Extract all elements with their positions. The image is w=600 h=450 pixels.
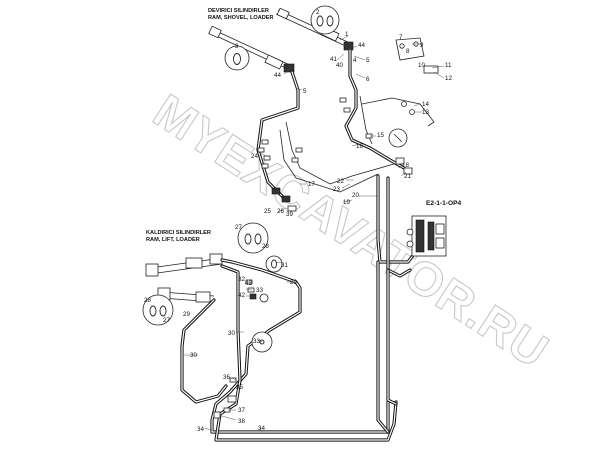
callout-28a: 28 [262,243,269,250]
callout-2: 2 [316,9,320,16]
callout-44b: 44 [274,72,281,79]
control-valve [406,215,447,257]
callout-37: 37 [238,407,245,414]
callout-39: 39 [286,211,293,218]
shovel-hoses [256,48,406,200]
callout-11: 11 [445,62,452,69]
supply-hoses [376,174,416,434]
callout-4: 4 [353,57,357,64]
callout-numbers: 1 2 3 4 5 5 6 7 8 9 10 11 12 13 14 15 16… [144,9,452,433]
callout-25: 25 [264,208,271,215]
callout-27a: 27 [235,224,242,231]
callout-17: 17 [308,181,315,188]
callout-40: 40 [336,62,343,69]
callout-21: 21 [404,173,411,180]
callout-24: 24 [251,153,258,160]
oring-detail-left [224,45,250,71]
callout-27b: 27 [163,317,170,324]
shovel-title-tr: DEVIRICI SILINDIRLER [208,8,269,14]
callout-12: 12 [445,75,452,82]
callout-13: 13 [422,109,429,116]
leader-lines [184,35,445,433]
callout-23: 23 [333,186,340,193]
callout-34a: 34 [197,426,204,433]
callout-16: 16 [356,143,363,150]
callout-22: 22 [337,178,344,185]
oring-detail-small-d [259,293,269,303]
oring-detail-small-c [388,128,408,148]
callout-29b: 29 [183,311,190,318]
callout-41: 41 [330,56,337,63]
shovel-title-en: RAM, SHOVEL, LOADER [208,15,274,21]
callout-34b: 34 [258,425,265,432]
reference-label: E2-1-1-OP4 [426,200,462,207]
callout-31: 31 [281,262,288,269]
callout-10: 10 [418,62,425,69]
callout-9: 9 [420,42,424,49]
callout-19: 19 [343,199,350,206]
oring-detail-mid [237,222,269,254]
oring-detail-low [142,294,174,326]
shovel-cylinder-left [208,25,295,73]
callout-8: 8 [406,48,410,55]
callout-33a: 33 [256,287,263,294]
callout-5b: 5 [366,57,370,64]
callout-32: 32 [238,276,245,283]
lift-title-en: RAM, LIFT, LOADER [146,237,200,243]
callout-26: 26 [277,208,284,215]
oring-detail-top [310,5,340,35]
fittings-top [257,97,413,212]
callout-36: 36 [223,374,230,381]
lift-title-tr: KALDIRICI SILINDIRLER [146,230,211,236]
callout-43: 43 [245,280,252,287]
callout-38: 38 [238,418,245,425]
callout-28b: 28 [144,297,151,304]
callout-18: 18 [402,162,409,169]
callout-20: 20 [352,192,359,199]
lift-cylinder-upper [145,253,223,277]
callout-1: 1 [345,31,349,38]
callout-3: 3 [235,43,239,50]
fittings-lift [213,279,257,419]
callout-7: 7 [399,34,403,41]
callout-30a: 30 [228,330,235,337]
callout-15: 15 [377,132,384,139]
callout-33b: 33 [253,338,260,345]
callout-30b: 30 [190,352,197,359]
callout-14: 14 [422,101,429,108]
callout-42: 42 [238,292,245,299]
callout-29a: 29 [290,279,297,286]
oring-detail-small-a [265,255,283,273]
callout-6: 6 [366,76,370,83]
callout-5a: 5 [303,88,307,95]
callout-35: 35 [236,384,243,391]
callout-44a: 44 [358,42,365,49]
